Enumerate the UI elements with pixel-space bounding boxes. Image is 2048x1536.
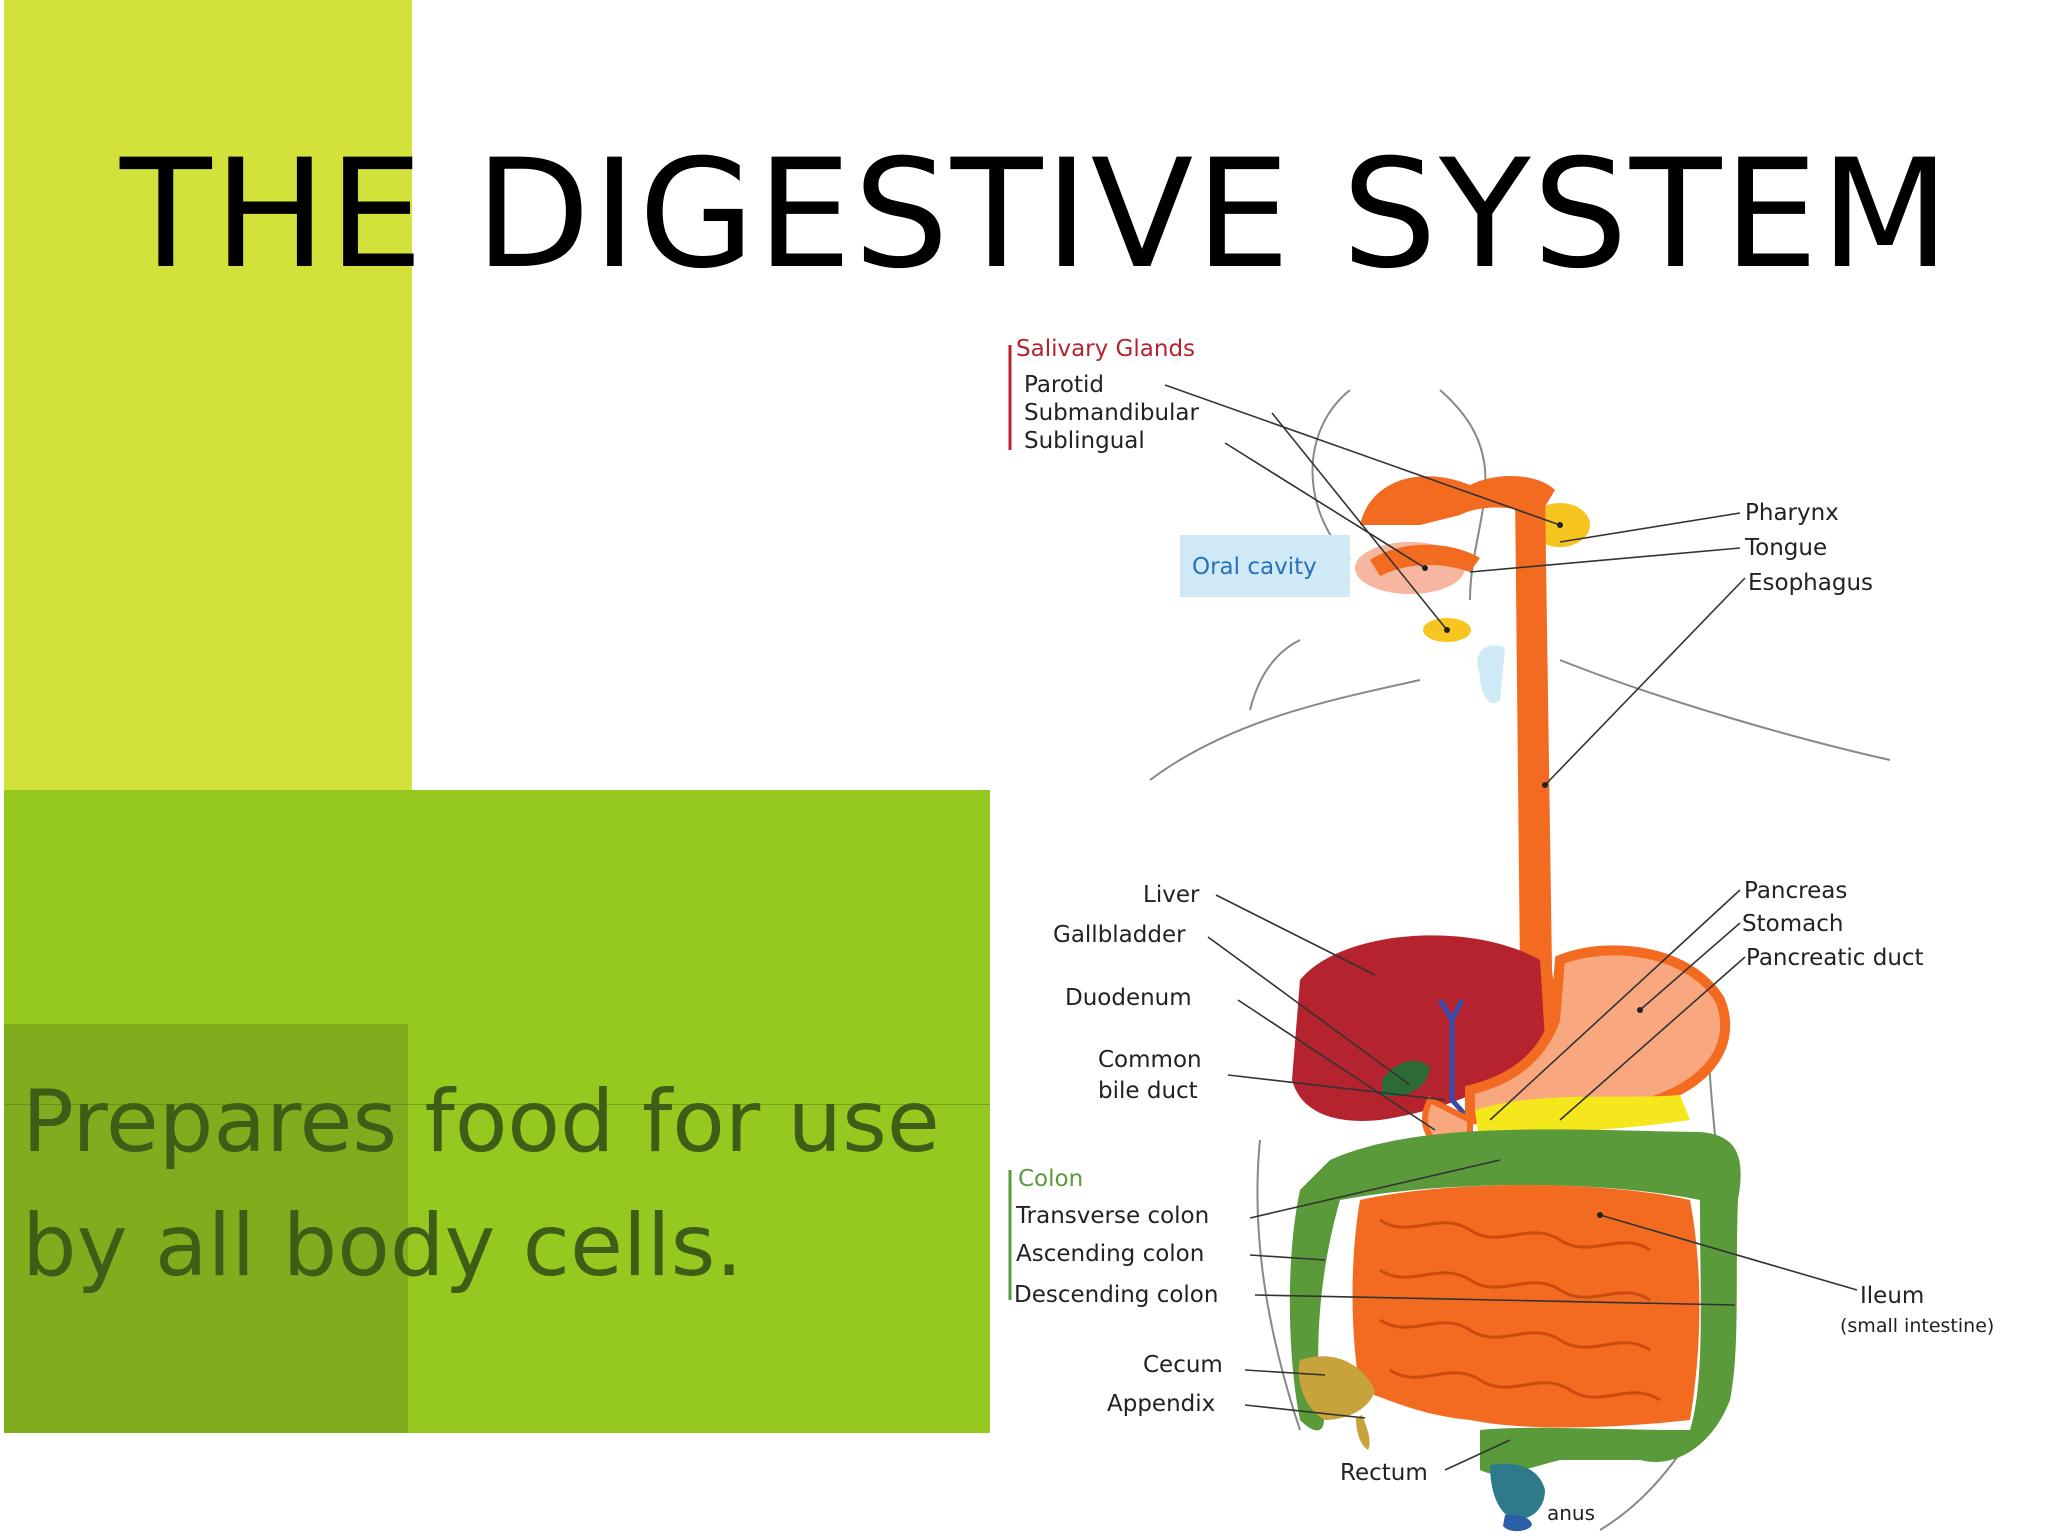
ileum-note-label: (small intestine) [1840,1315,1994,1337]
common-bile-duct-label-2: bile duct [1098,1078,1198,1104]
yellow-green-bar [4,0,412,790]
pancreas-label: Pancreas [1744,878,1847,904]
rectum-shape [1490,1463,1545,1520]
stomach-label: Stomach [1742,911,1843,937]
panel-divider-line [4,1104,990,1105]
pharynx-label: Pharynx [1745,500,1839,526]
liver-label: Liver [1143,882,1200,908]
descending-colon-label: Descending colon [1014,1282,1218,1308]
oral-cavity-box [1180,535,1350,597]
small-intestine-shape [1352,1185,1700,1428]
mouth-pharynx [1355,475,1590,704]
bile-duct-shape [1437,998,1472,1122]
anus-shape [1503,1515,1532,1532]
slide-subtitle: Prepares food for use by all body cells. [22,1072,940,1296]
olive-overlay [4,1024,408,1433]
oral-cavity-label: Oral cavity [1192,554,1317,580]
tongue-label: Tongue [1744,535,1827,561]
liver-shape [1292,935,1545,1121]
pancreatic-duct-label: Pancreatic duct [1746,945,1924,971]
appendix-label: Appendix [1107,1391,1215,1417]
gallbladder-shape [1382,1060,1430,1097]
digestive-system-diagram: Oral cavity [1008,336,1994,1532]
cecum-label: Cecum [1143,1352,1223,1378]
colon-shape [1289,1129,1741,1475]
rectum-label: Rectum [1340,1460,1428,1486]
esophagus-label: Esophagus [1748,570,1873,596]
ileum-label: Ileum [1860,1283,1924,1309]
common-bile-duct-label-1: Common [1098,1047,1202,1073]
ascending-colon-label: Ascending colon [1016,1241,1204,1267]
leader-dots [1422,522,1643,1218]
cecum-shape [1298,1356,1375,1420]
anus-label: anus [1547,1501,1595,1525]
transverse-colon-label: Transverse colon [1015,1203,1209,1229]
colon-label: Colon [1018,1166,1083,1192]
sublingual-label: Sublingual [1024,428,1145,454]
pancreas-shape [1475,1095,1690,1133]
green-panel [4,790,990,1433]
parotid-label: Parotid [1024,372,1104,398]
submandibular-label: Submandibular [1024,400,1200,426]
appendix-shape [1356,1415,1370,1450]
intestine-folds [1379,1218,1661,1402]
esophagus-tube [1515,490,1590,1055]
slide-title: THE DIGESTIVE SYSTEM [120,128,1952,302]
gallbladder-label: Gallbladder [1053,922,1186,948]
leader-lines [1008,345,1858,1471]
duodenum-label: Duodenum [1065,985,1192,1011]
salivary-glands-label: Salivary Glands [1016,336,1195,362]
